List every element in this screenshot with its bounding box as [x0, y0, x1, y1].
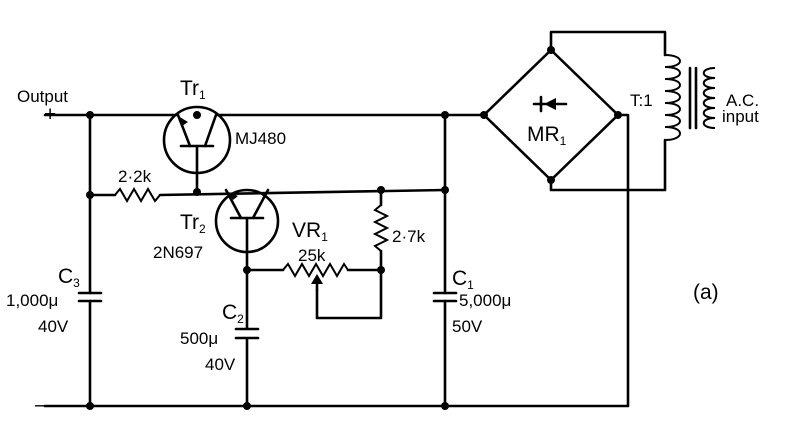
- c3-label: C3: [58, 265, 80, 290]
- positive-terminal: +: [44, 103, 57, 126]
- resistor-2k7: [372, 204, 390, 252]
- tr1-base-wire: [158, 188, 447, 197]
- negative-rail: [43, 188, 630, 408]
- transistor-tr1: [162, 105, 232, 194]
- mr1-label: MR1: [527, 123, 567, 148]
- negative-terminal: —: [35, 393, 56, 416]
- c2-label: C2: [222, 301, 244, 326]
- c3-voltage: 40V: [38, 317, 69, 336]
- vr1-label: VR1: [292, 219, 328, 244]
- resistor-2k7-label: 2·7k: [392, 227, 426, 246]
- vr1-value: 25k: [298, 246, 326, 265]
- c1-voltage: 50V: [452, 317, 483, 336]
- r2k7-bottom-wire: [315, 249, 383, 320]
- transformer-t1: [664, 54, 716, 141]
- c2-voltage: 40V: [205, 355, 236, 374]
- transformer-wires: [549, 30, 667, 192]
- c1-capacitance: 5,000μ: [459, 291, 512, 310]
- output-label: Output: [17, 87, 69, 106]
- capacitor-c2: [234, 327, 260, 340]
- c1-label: C1: [452, 267, 474, 292]
- ac-input-label: input: [722, 107, 759, 126]
- tr1-part-number: MJ480: [235, 129, 287, 148]
- transformer-label: T:1: [630, 91, 653, 110]
- tr2-part-number: 2N697: [153, 243, 204, 262]
- junction-dots: [86, 111, 449, 410]
- transistor-tr2: [214, 188, 280, 408]
- tr1-label: Tr1: [180, 77, 206, 102]
- panel-label: (a): [693, 281, 719, 304]
- tr2-label: Tr2: [180, 211, 206, 236]
- capacitor-c3: [77, 291, 103, 303]
- ac-label: A.C.: [726, 91, 760, 110]
- bridge-rectifier-mr1: [480, 46, 622, 184]
- c3-capacitance: 1,000μ: [6, 291, 59, 310]
- bridge-negative-lead: [616, 113, 630, 192]
- capacitor-c1: [432, 291, 458, 303]
- resistor-2k2: [114, 187, 161, 203]
- resistor-2k2-label: 2·2k: [118, 167, 152, 186]
- c2-capacitance: 500μ: [180, 329, 219, 348]
- potentiometer-vr1: [282, 262, 349, 278]
